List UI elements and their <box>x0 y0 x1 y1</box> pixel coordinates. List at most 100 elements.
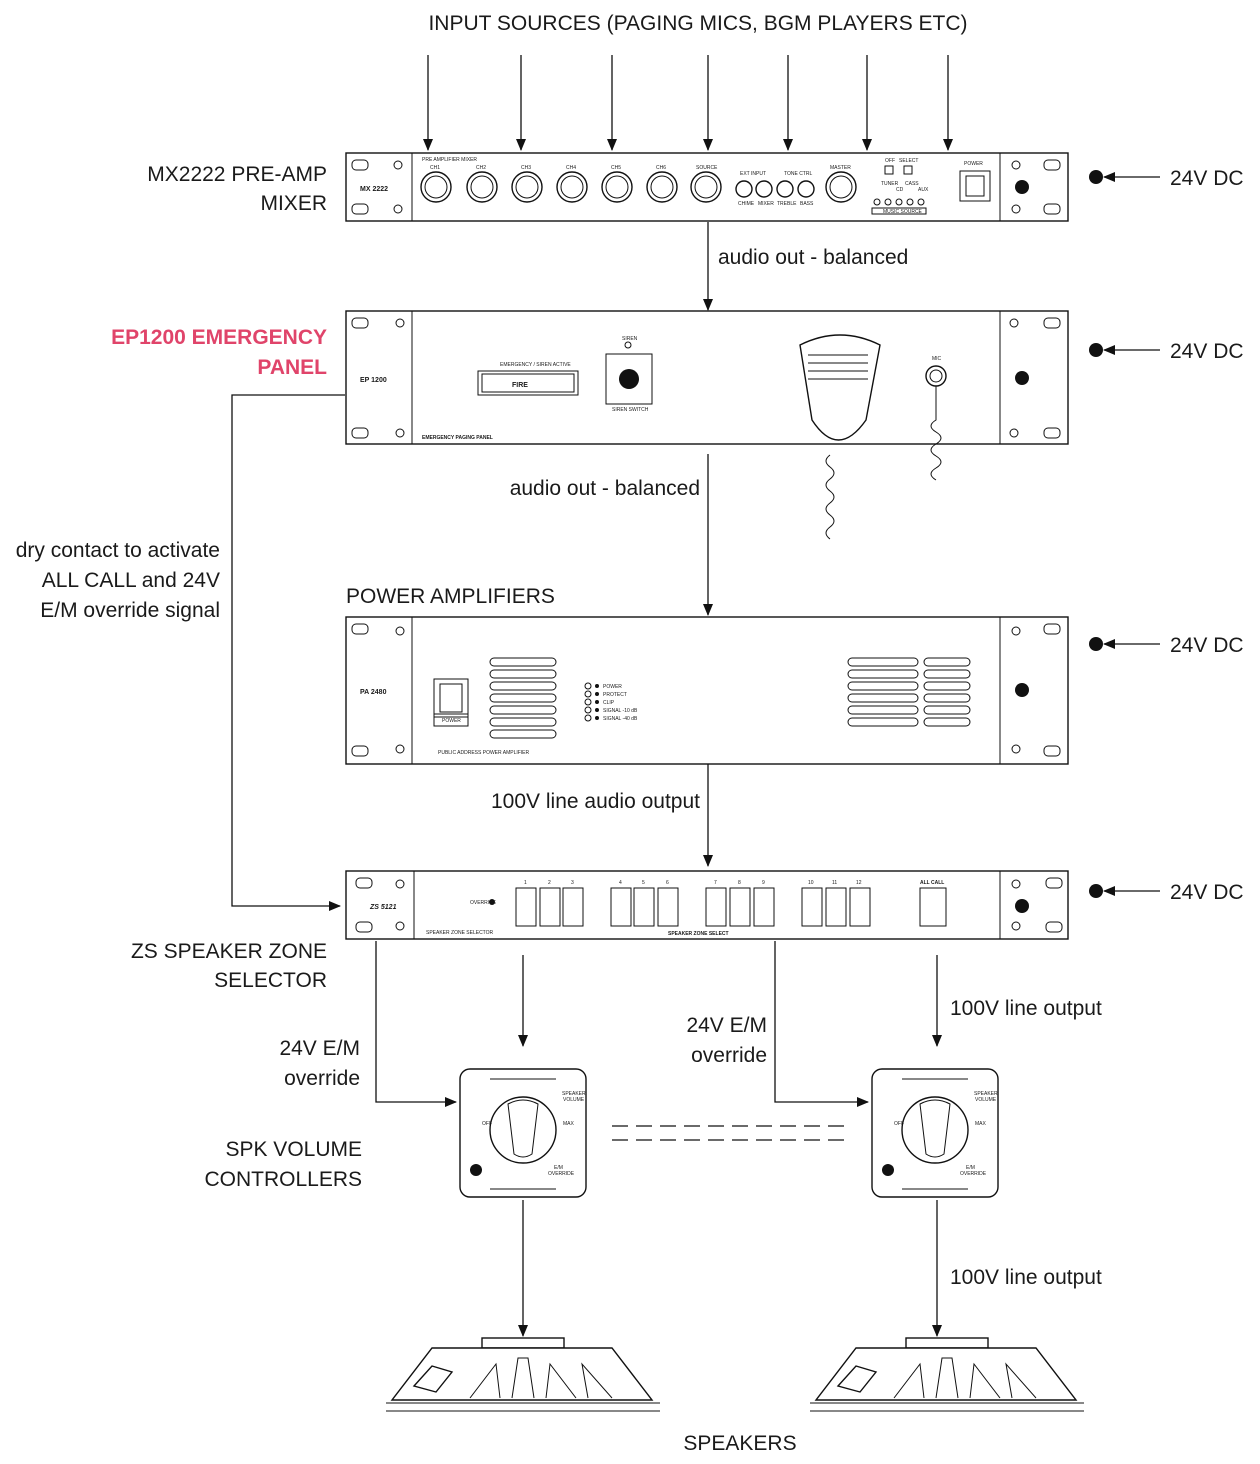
volume-controller-left: SPEAKER VOLUME OFF MAX E/M OVERRIDE <box>459 1068 587 1198</box>
ep-emergency-label: EMERGENCY / SIREN ACTIVE <box>500 362 571 368</box>
line-output-label-2: 100V line output <box>950 1266 1102 1289</box>
input-arrows <box>423 55 953 151</box>
zs-select-label: SPEAKER ZONE SELECT <box>668 931 729 937</box>
mixer-knobs <box>420 171 857 203</box>
pa-model: PA 2480 <box>360 689 387 696</box>
line-output-label-1: 100V line output <box>950 997 1102 1020</box>
zone-4: 4 <box>619 880 622 886</box>
zone-9: 9 <box>762 880 765 886</box>
mixer-model: MX 2222 <box>360 186 388 193</box>
ep-model: EP 1200 <box>360 377 387 384</box>
mixer-power: POWER <box>964 161 983 167</box>
zs-footer-label: SPEAKER ZONE SELECTOR <box>426 930 494 936</box>
mixer-ch5: CH5 <box>611 165 621 171</box>
em-override-mid-1: 24V E/M <box>686 1014 767 1037</box>
mixer-tone-ctrl: TONE CTRL <box>784 171 812 177</box>
vol-right-off: OFF <box>894 1121 904 1127</box>
zone-2: 2 <box>548 880 551 886</box>
dry-contact-line1: dry contact to activate <box>16 539 220 562</box>
mixer-off: OFF <box>885 158 895 164</box>
speaker-left-icon <box>386 1337 660 1412</box>
zs-override-label: OVERRIDE <box>470 900 497 906</box>
pa-power-label: POWER <box>442 718 461 724</box>
dc-label-1: 24V DC <box>1170 167 1244 190</box>
em-override-left-2: override <box>284 1067 360 1090</box>
vol-right-speaker: SPEAKER <box>974 1091 998 1097</box>
mixer-ch2: CH2 <box>476 165 486 171</box>
em-override-left-1: 24V E/M <box>279 1037 360 1060</box>
mixer-bass: BASS <box>800 201 814 207</box>
mixer-master: MASTER <box>830 165 851 171</box>
mixer-source: SOURCE <box>696 165 718 171</box>
mixer-treble: TREBLE <box>777 201 797 207</box>
ep-label-line1: EP1200 EMERGENCY <box>111 326 327 349</box>
mixer-cd: CD <box>896 187 904 193</box>
line-audio-output-label: 100V line audio output <box>491 790 700 813</box>
vol-right-volume: VOLUME <box>975 1097 997 1103</box>
mixer-cass: CASS <box>905 181 919 187</box>
dry-contact-line2: ALL CALL and 24V <box>42 569 220 592</box>
dc-label-4: 24V DC <box>1170 881 1244 904</box>
ep-mic-label: MIC <box>932 356 942 362</box>
pa-led-signal-40: SIGNAL -40 dB <box>603 716 638 722</box>
mixer-ch6: CH6 <box>656 165 666 171</box>
zone-8: 8 <box>738 880 741 886</box>
vol-right-override: OVERRIDE <box>960 1171 987 1177</box>
zs-label-line1: ZS SPEAKER ZONE <box>131 940 327 963</box>
power-amps-label: POWER AMPLIFIERS <box>346 585 555 608</box>
ep-siren-label: SIREN <box>622 336 638 342</box>
ep-siren-switch-label: SIREN SWITCH <box>612 407 649 413</box>
zs-all-call: ALL CALL <box>920 880 944 886</box>
dc-label-2: 24V DC <box>1170 340 1244 363</box>
pa-led-signal-10: SIGNAL -10 dB <box>603 708 638 714</box>
mixer-mixer: MIXER <box>758 201 774 207</box>
mixer-label-line2: MIXER <box>260 192 327 215</box>
zs-model: ZS 5121 <box>369 904 397 911</box>
pa-vent-left <box>489 657 557 739</box>
ep-device: EP 1200 EMERGENCY / SIREN ACTIVE FIRE SI… <box>345 310 1069 540</box>
power-amp-device: PA 2480 POWER POWER PROTECT CLIP SIGNAL … <box>345 616 1069 765</box>
zone-1: 1 <box>524 880 527 886</box>
spk-label-line2: CONTROLLERS <box>204 1168 362 1191</box>
ep-logo-icon <box>1015 371 1029 385</box>
vol-right-logo-icon <box>882 1164 894 1176</box>
dry-contact-line3: E/M override signal <box>40 599 220 622</box>
zs-logo-icon <box>1015 899 1029 913</box>
vol-left-em: E/M <box>554 1165 563 1171</box>
spk-label-line1: SPK VOLUME <box>225 1138 362 1161</box>
vol-left-speaker: SPEAKER <box>562 1091 586 1097</box>
zone-11: 11 <box>832 880 837 886</box>
mixer-aux: AUX <box>918 187 929 193</box>
vol-left-off: OFF <box>482 1121 492 1127</box>
pa-led-protect: PROTECT <box>603 692 627 698</box>
pa-vent-right <box>847 657 971 727</box>
pa-led-clip: CLIP <box>603 700 615 706</box>
zone-switches <box>515 887 947 927</box>
mixer-device: MX 2222 PRE AMPLIFIER MIXER CH1 CH2 CH3 … <box>345 152 1069 222</box>
ep-label-line2: PANEL <box>257 356 327 379</box>
mixer-ch4: CH4 <box>566 165 576 171</box>
speaker-right-icon <box>810 1337 1084 1412</box>
zone-12: 12 <box>856 880 862 886</box>
mixer-select: SELECT <box>899 158 918 164</box>
vol-right-em: E/M <box>966 1165 975 1171</box>
zone-5: 5 <box>642 880 645 886</box>
mixer-ch1: CH1 <box>430 165 440 171</box>
pa-led-power: POWER <box>603 684 622 690</box>
zone-6: 6 <box>666 880 669 886</box>
zone-selector-device: ZS 5121 OVERRIDE 1 2 3 4 5 6 7 8 9 10 11… <box>345 870 1069 940</box>
pa-leds <box>584 682 599 722</box>
siren-button-icon <box>619 369 639 389</box>
audio-out-label-1: audio out - balanced <box>718 246 908 269</box>
mixer-label-line1: MX2222 PRE-AMP <box>147 163 327 186</box>
volume-controller-right: SPEAKER VOLUME OFF MAX E/M OVERRIDE <box>871 1068 999 1198</box>
em-override-mid-2: override <box>691 1044 767 1067</box>
mixer-music-source: MUSIC SOURCE <box>883 209 923 215</box>
ep-fire-label: FIRE <box>512 382 528 389</box>
vol-left-max: MAX <box>563 1121 575 1127</box>
pa-footer-label: PUBLIC ADDRESS POWER AMPLIFIER <box>438 750 530 756</box>
vol-right-max: MAX <box>975 1121 987 1127</box>
vol-left-logo-icon <box>470 1164 482 1176</box>
mixer-ext-input: EXT INPUT <box>740 171 766 177</box>
